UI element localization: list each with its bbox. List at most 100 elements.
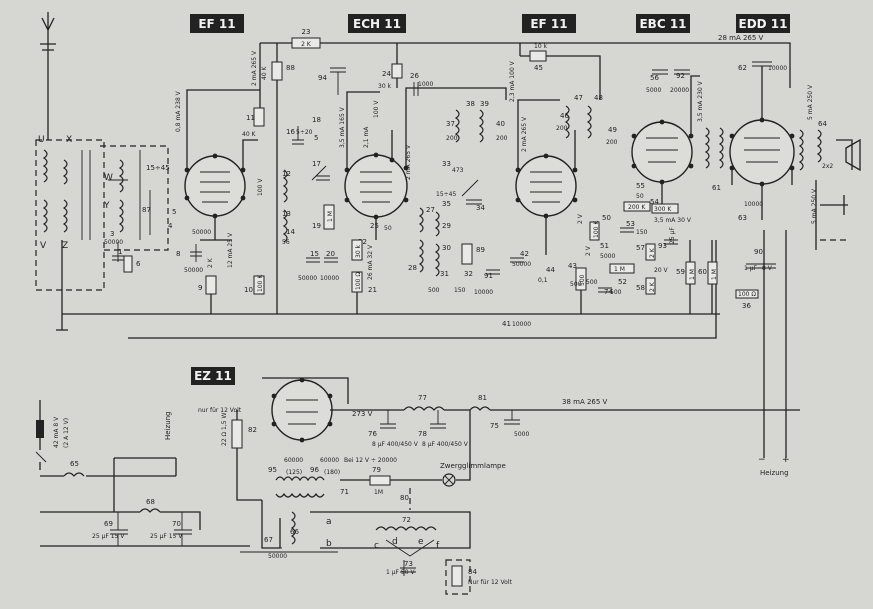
resistor-45 xyxy=(529,50,547,62)
value-1m: 1 M xyxy=(614,266,625,273)
value-50000: 50000 xyxy=(298,275,317,282)
label-94: 94 xyxy=(318,74,327,82)
label-68: 68 xyxy=(146,498,155,506)
switch-c: c xyxy=(374,541,379,551)
resistor-88 xyxy=(271,61,283,81)
heater-input: 42 mA 8 V (2 A 12 V) 65 Heizung 68 69 25… xyxy=(35,400,250,547)
label-52: 52 xyxy=(618,278,627,286)
voltage-label: 100 V xyxy=(373,100,380,118)
glow-lamp-icon xyxy=(442,473,456,487)
stage1-plate-network: 11 40 K 88 40 K 2 mA 265 V 12 13 14 56 1… xyxy=(242,43,346,314)
resistor-84 xyxy=(451,565,463,587)
value-2k: 2 K xyxy=(207,257,214,268)
current-label: 42 mA 8 V xyxy=(53,416,60,448)
label-70: 70 xyxy=(172,520,181,528)
voltage-label: 8 V xyxy=(762,265,773,272)
cap-value: 8 µF 400/450 V xyxy=(372,441,419,448)
value-1m: 1 M xyxy=(327,211,334,222)
label-24: 24 xyxy=(382,70,391,78)
b-plus-rail: 23 2 K 28 mA 265 V 10 k 45 xyxy=(259,28,791,118)
switch-d: d xyxy=(392,537,398,547)
value-50: 50 xyxy=(636,193,644,200)
value-1000: 1000 xyxy=(418,81,433,88)
fuse-icon xyxy=(36,420,44,438)
value-1m: 1 M xyxy=(689,269,696,280)
value-125: (125) xyxy=(286,469,302,476)
label-19: 19 xyxy=(312,222,321,230)
value-40k: 40 K xyxy=(242,131,257,138)
heater-plus: + xyxy=(782,455,790,465)
label-53: 53 xyxy=(626,220,635,228)
label-14: 14 xyxy=(286,228,295,236)
label-54: 54 xyxy=(650,198,659,206)
supply-label: 28 mA 265 V xyxy=(718,34,764,42)
label-28: 28 xyxy=(408,264,417,272)
value-200: 200 xyxy=(496,135,508,142)
label-87: 87 xyxy=(142,206,151,214)
cap-value: 25 µF 15 V xyxy=(92,533,125,540)
label-36: 36 xyxy=(742,302,751,310)
heater-label-output: Heizung xyxy=(760,469,789,477)
cap-value: 1 µF xyxy=(744,265,758,272)
label-78: 78 xyxy=(418,430,427,438)
label-29: 29 xyxy=(442,222,451,230)
label-48: 48 xyxy=(594,94,603,102)
current-label: 3,5 mA 30 V xyxy=(654,217,692,224)
value-10000: 10000 xyxy=(512,321,531,328)
label-75: 75 xyxy=(490,422,499,430)
value-5-20: 5÷20 xyxy=(296,129,313,136)
value-500: 500 xyxy=(428,287,440,294)
value-50000: 50000 xyxy=(104,239,123,246)
value-2k: 2 K xyxy=(301,41,312,48)
current-label: 2,1 mA xyxy=(363,126,370,148)
value-100-ohm: 100 Ω xyxy=(355,272,362,290)
tube-ech11-mixer: 3,5 mA 165 V 2,1 mA 100 V 24 30 k 26 100… xyxy=(339,43,458,314)
label-33: 33 xyxy=(442,160,451,168)
cap-value: 1 µF 50 V xyxy=(386,569,415,576)
current-label: 2,3 mA 100 V xyxy=(509,60,516,102)
label-w: W xyxy=(104,173,113,183)
label-92: 92 xyxy=(676,72,685,80)
current-label: 2 mA 265 V xyxy=(251,50,258,86)
value-10000: 10000 xyxy=(744,201,763,208)
label-63: 63 xyxy=(738,214,747,222)
label-71: 71 xyxy=(340,488,349,496)
tube-name: EBC 11 xyxy=(639,17,686,31)
value-50000: 50000 xyxy=(192,229,211,236)
value-1m: 1 M xyxy=(711,269,718,280)
value-1m: 1M xyxy=(374,489,383,496)
label-62: 62 xyxy=(738,64,747,72)
tube-ebc11-detector: 56 5000 92 20000 3,5 mA 230 V 61 55 50 2… xyxy=(586,69,724,314)
current-label: 3,5 mA 230 V xyxy=(697,80,704,122)
label-77: 77 xyxy=(418,394,427,402)
tube-label-ef11-2: EF 11 xyxy=(522,14,576,33)
voltage-label: 2 V xyxy=(585,245,592,256)
value-56: 56 xyxy=(282,239,290,246)
heater-minus: − xyxy=(758,455,766,465)
label-64: 64 xyxy=(818,120,827,128)
label-10: 10 xyxy=(244,286,253,294)
current-label: 3,5 mA 165 V xyxy=(339,106,346,148)
value-15-45: 15÷45 xyxy=(436,191,456,198)
current-label: 5 mA 250 V xyxy=(811,188,818,224)
value-0-1: 0,1 xyxy=(538,277,548,284)
label-49: 49 xyxy=(608,126,617,134)
ps-current: 38 mA 265 V xyxy=(562,398,608,406)
value-22-ohm: 22 Ω 1,5 W xyxy=(221,413,228,446)
label-u: U xyxy=(38,135,45,145)
power-supply: 273 V 77 81 38 mA 265 V 76 8 µF 400/450 … xyxy=(198,377,800,595)
cap-value: 8 µF 400/450 V xyxy=(422,441,469,448)
value-30k: 30 k xyxy=(378,83,392,90)
resistor-58 xyxy=(645,277,656,295)
heater-label-input: Heizung xyxy=(164,411,172,440)
resistor-89 xyxy=(461,243,473,265)
current-label: 0,8 mA 238 V xyxy=(175,90,182,132)
label-16: 16 xyxy=(286,128,295,136)
value-60000: 60000 xyxy=(284,457,303,464)
current-label: 26 mA 32 V xyxy=(367,244,374,280)
label-35: 35 xyxy=(442,200,451,208)
value-200k: 200 K xyxy=(628,204,646,211)
value-150: 150 xyxy=(454,287,466,294)
resistor-30k xyxy=(351,239,363,261)
value-200: 200 xyxy=(556,125,568,132)
